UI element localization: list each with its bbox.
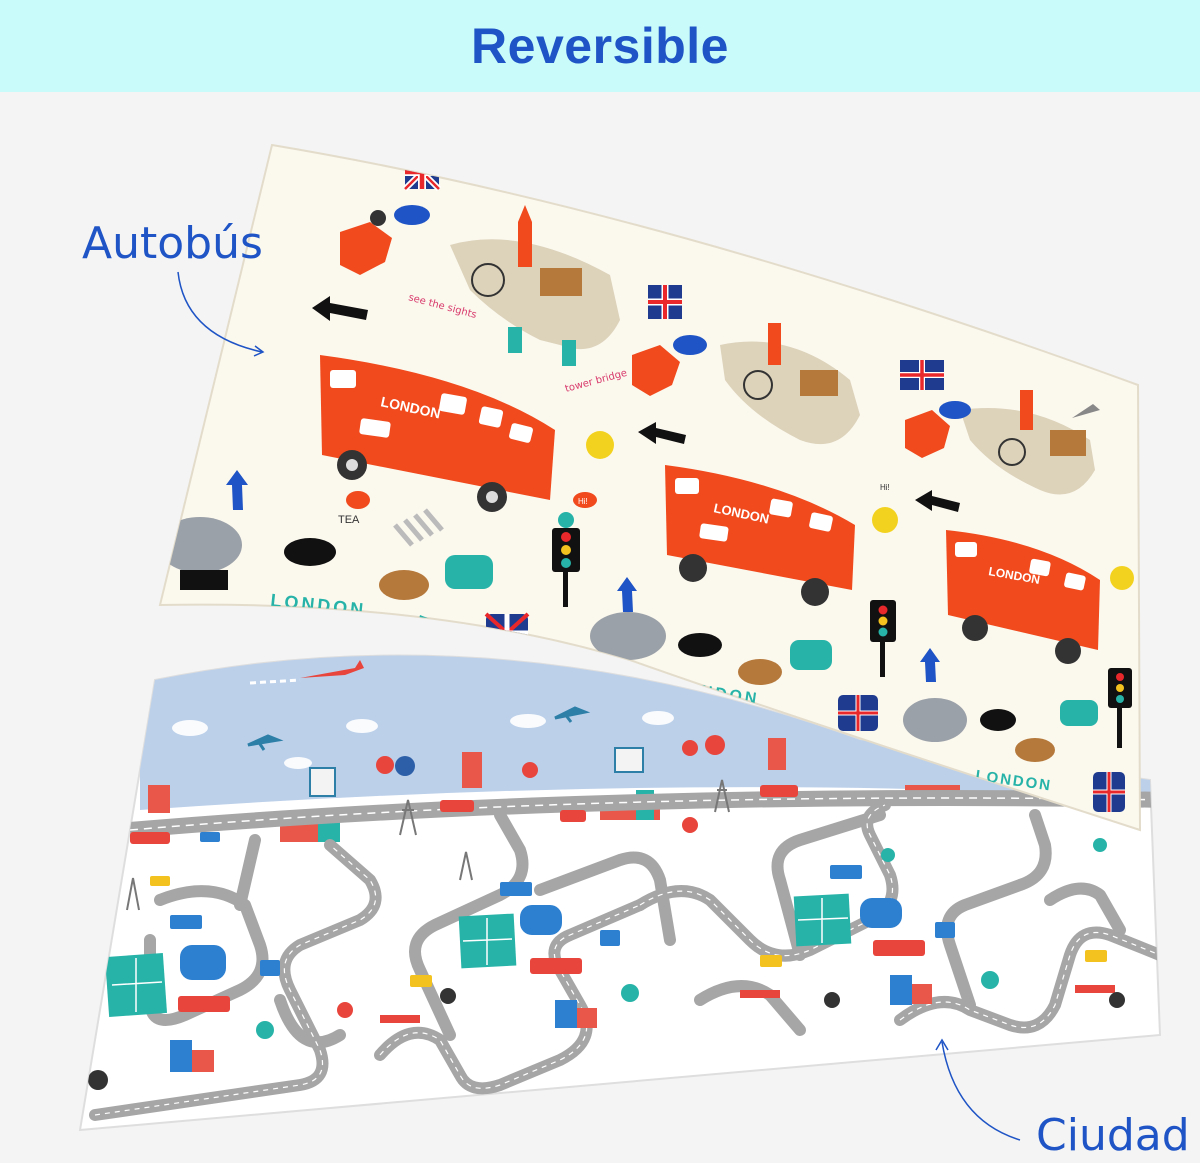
traffic-light-icon: [552, 512, 580, 607]
hippo-icon: [160, 517, 242, 590]
tree-icon: [395, 756, 415, 776]
pointer-line-city: [941, 1041, 1021, 1141]
page-title: Reversible: [471, 18, 729, 74]
svg-text:Hi!: Hi!: [578, 497, 588, 506]
sun-icon: [586, 431, 614, 459]
header-banner: Reversible: [0, 0, 1200, 92]
bus-icon: LONDON: [320, 355, 555, 512]
fox-icon: [340, 210, 392, 275]
uk-flag-icon: [402, 152, 442, 192]
city-mat: [78, 654, 1162, 1132]
bus-mat: LONDON TEA Hi!: [158, 143, 1142, 832]
car-icon: [130, 785, 1107, 1012]
arrow-icon: [312, 296, 368, 321]
hedgehog-icon: [379, 570, 429, 600]
label-city-side: Ciudad: [1036, 1110, 1190, 1161]
tennis-court: [104, 893, 852, 1017]
pointer-line-bus: [177, 271, 263, 353]
svg-text:Hi!: Hi!: [880, 483, 890, 492]
airplane-icon: [249, 660, 364, 685]
tea-sign: TEA: [338, 514, 360, 526]
label-bus-side: Autobús: [82, 218, 263, 269]
